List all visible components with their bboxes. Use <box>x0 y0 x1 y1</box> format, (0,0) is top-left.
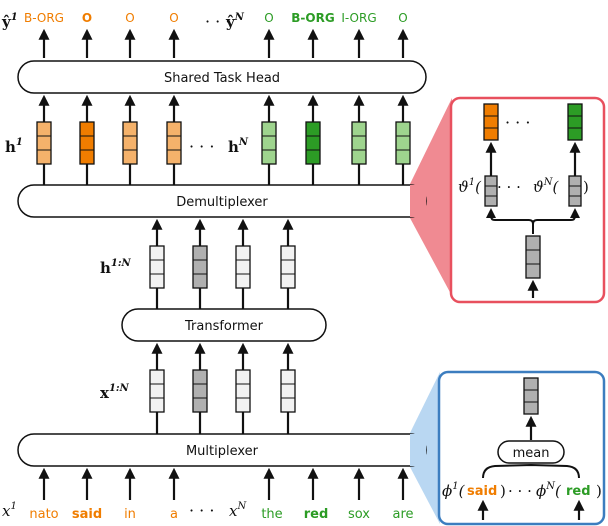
vector-cell-stack <box>567 103 583 141</box>
vector-cell-stack <box>79 121 95 165</box>
vector-cell-stack <box>351 121 367 165</box>
input-word: a <box>170 507 178 522</box>
hN-symbol: hN <box>228 137 249 156</box>
vector-cell-stack <box>280 245 296 289</box>
output-tag: O <box>264 11 273 25</box>
vector-cell-stack <box>305 121 321 165</box>
x1-symbol: x1 <box>2 501 17 520</box>
hidden-ellipsis: · · · <box>189 137 214 156</box>
vector-cell-stack <box>192 245 208 289</box>
vector-cell-stack <box>280 369 296 413</box>
shared-task-head-block <box>17 60 427 94</box>
output-tag: O <box>398 11 407 25</box>
vector-cell-stack <box>192 369 208 413</box>
thetaN-close-paren: ) <box>583 178 589 196</box>
transformer-label: Transformer <box>184 319 264 334</box>
vector-cell-stack <box>395 121 411 165</box>
hidden-vectors <box>36 121 411 165</box>
vector-cell-stack <box>235 245 251 289</box>
input-word: in <box>124 507 136 522</box>
demux-detail-content <box>483 103 583 298</box>
output-tag: B-ORG <box>291 11 334 25</box>
demux-zoom-wedge <box>410 98 452 296</box>
merge-lines <box>482 463 580 479</box>
phiN-close-paren: ) <box>596 482 602 500</box>
h1N-symbol: h1:N <box>100 258 132 277</box>
yN-symbol: ŷN <box>225 12 245 31</box>
input-word: said <box>72 507 102 522</box>
phi1-close-paren: ) <box>500 482 506 500</box>
vector-cell-stack <box>525 235 541 279</box>
theta1-function: ϑ1( <box>458 177 482 196</box>
input-word: sox <box>348 507 370 522</box>
demux-panel-ellipsis: · · · <box>505 113 530 132</box>
multiplexed-input-vectors <box>149 369 296 413</box>
phiN-word: red <box>566 484 591 499</box>
vector-cell-stack <box>235 369 251 413</box>
output-tag: B-ORG <box>24 11 64 25</box>
vector-cell-stack <box>568 175 582 207</box>
vector-cell-stack <box>166 121 182 165</box>
vector-cell-stack <box>261 121 277 165</box>
multiplexer-label: Multiplexer <box>186 444 259 459</box>
demultiplexer-label: Demultiplexer <box>176 195 268 210</box>
phi1-function: ϕ1( <box>442 481 466 500</box>
phi-mid-ellipsis: · · · <box>508 482 532 500</box>
demux-highlight <box>410 185 426 217</box>
input-ellipsis: · · · <box>189 501 214 520</box>
mean-block <box>497 440 565 464</box>
branch-arrow <box>532 208 580 234</box>
vector-cell-stack <box>483 103 499 141</box>
multiplexed-hidden-vectors <box>149 245 296 289</box>
phiN-function: ϕN( <box>536 481 562 500</box>
output-ellipsis: · · · <box>205 12 230 31</box>
flow-arrows <box>38 28 409 500</box>
vector-cell-stack <box>484 175 498 207</box>
phi1-word: said <box>467 484 497 499</box>
output-tag: O <box>169 11 178 25</box>
vector-cell-stack <box>149 369 165 413</box>
theta-mid-ellipsis: · · · <box>497 178 521 196</box>
shared-task-head-label: Shared Task Head <box>164 71 280 86</box>
vector-cell-stack <box>523 377 539 415</box>
xN-symbol: xN <box>229 501 247 520</box>
output-tag: O <box>125 11 134 25</box>
thetaN-function: ϑN( <box>533 177 559 196</box>
x1N-symbol: x1:N <box>100 383 130 402</box>
vector-cell-stack <box>122 121 138 165</box>
mux-detail-content <box>477 377 585 520</box>
vector-cell-stack <box>149 245 165 289</box>
output-tag: O <box>82 11 92 25</box>
mux-highlight <box>410 434 426 466</box>
mean-label: mean <box>513 446 550 461</box>
transformer-block <box>121 308 327 342</box>
input-word: the <box>261 507 282 522</box>
vector-cell-stack <box>36 121 52 165</box>
input-word: red <box>304 507 329 522</box>
y1-symbol: ŷ1 <box>1 12 18 31</box>
input-word: nato <box>29 507 58 522</box>
input-word: are <box>392 507 413 522</box>
h1-symbol: h1 <box>5 137 23 156</box>
output-tag: I-ORG <box>341 11 376 25</box>
